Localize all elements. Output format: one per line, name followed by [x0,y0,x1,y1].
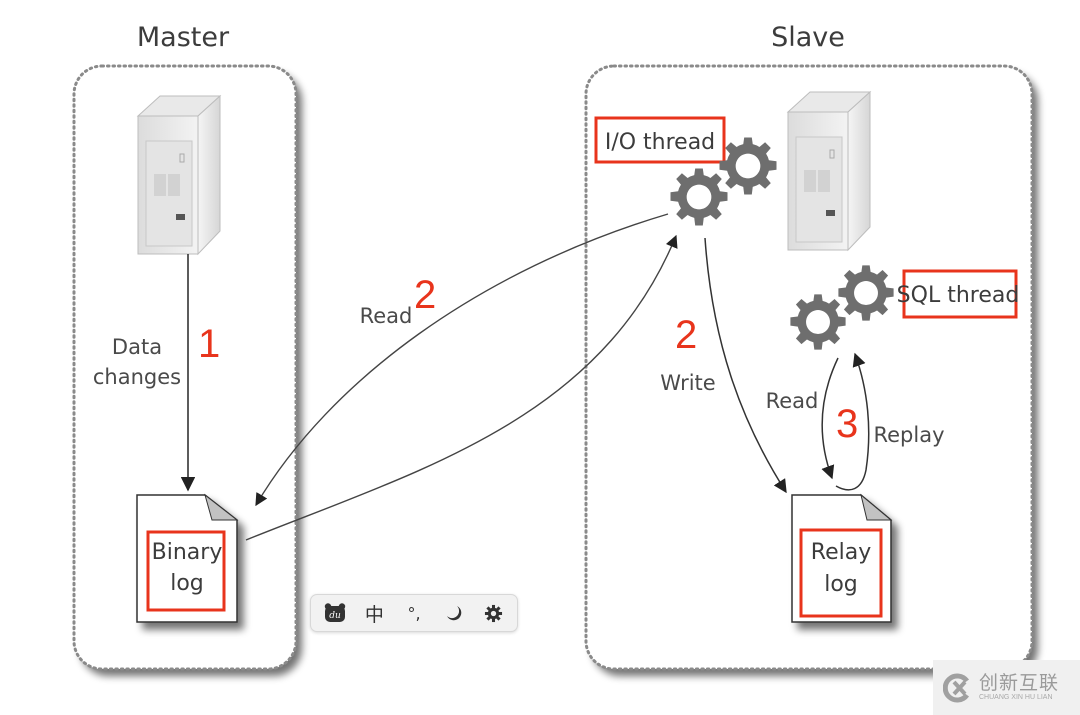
chinese-mode-button[interactable]: 中 [359,598,389,628]
io-thread-label: I/O thread [605,130,715,155]
relay-log-file: Relay log [791,493,893,623]
step-1-number: 1 [198,322,220,366]
data-changes-label-1: Data [112,335,162,359]
read-request-arrow [255,213,669,507]
read-response-arrow [245,234,678,541]
step-3-number: 3 [836,402,858,446]
sql-thread-label: SQL thread [897,283,1020,308]
step-2-read-number: 2 [414,273,436,317]
replay-arrow [835,352,870,491]
watermark-logo-icon [943,673,970,702]
binary-log-file: Binary log [136,493,239,623]
binary-log-highlight [146,530,226,612]
watermark-en: CHUANG XIN HU LIAN [979,694,1053,701]
sql-thread-highlight [902,269,1018,319]
watermark-cn: 创新互联 [979,672,1060,694]
binary-log-label-2: log [170,571,204,596]
io-thread-highlight [594,116,726,164]
write-label: Write [660,371,715,395]
ime-toolbar: du 中 °, [310,594,518,632]
read-label: Read [360,304,413,328]
master-server-icon [137,95,221,255]
write-arrow [704,237,787,494]
gear-icon [484,604,502,622]
settings-button[interactable] [478,598,508,628]
master-title: Master [137,22,230,53]
moon-icon [446,606,461,621]
watermark: 创新互联 CHUANG XIN HU LIAN [933,660,1080,715]
sql-read-arrow [821,357,839,480]
replay-label: Replay [873,423,944,447]
slave-server-icon [787,91,871,251]
night-mode-button[interactable] [439,598,469,628]
relay-log-label-2: log [824,572,858,597]
svg-text:du: du [329,611,341,621]
punctuation-button[interactable]: °, [399,598,429,628]
step-2-write-number: 2 [675,313,697,357]
master-container [72,64,298,671]
relay-log-highlight [799,528,883,618]
relay-log-label-1: Relay [811,540,871,565]
punctuation-icon: °, [407,603,421,623]
slave-title: Slave [771,22,845,53]
binary-log-label-1: Binary [152,540,223,565]
du-bear-icon: du [324,603,345,622]
sql-read-label: Read [766,389,819,413]
ime-logo-button[interactable]: du [320,598,350,628]
chinese-mode-icon: 中 [364,603,384,626]
data-changes-label-2: changes [93,365,181,389]
